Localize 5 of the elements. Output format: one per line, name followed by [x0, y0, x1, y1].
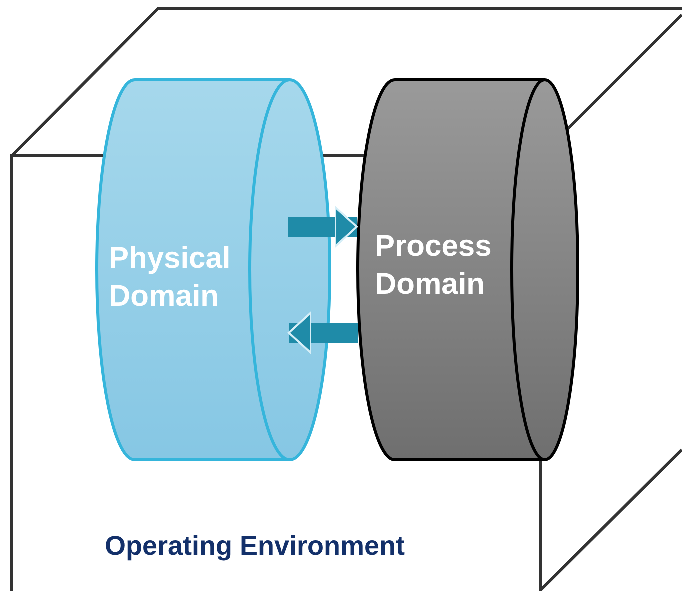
domain-label: Process Domain	[375, 229, 493, 302]
block-arrow	[288, 312, 358, 354]
block-arrow	[288, 206, 358, 248]
domain-label: Physical Domain	[109, 241, 232, 314]
environment-label: Operating Environment	[105, 530, 406, 563]
